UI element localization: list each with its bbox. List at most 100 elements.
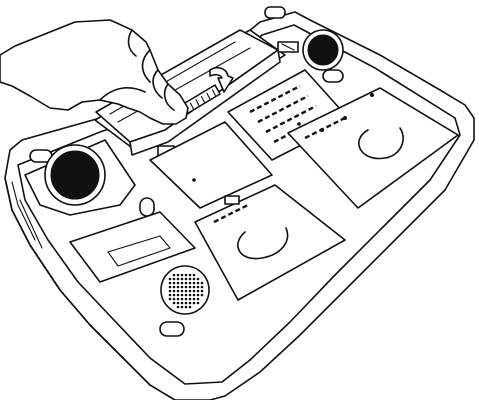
foot-front-bottom [159, 321, 185, 337]
perforation-dot [168, 293, 172, 297]
hdd-cover-right [287, 87, 459, 209]
center-panel-screw [192, 178, 196, 182]
lower-speaker-perforations [168, 273, 204, 309]
perforation-dot [168, 285, 172, 289]
lower-speaker-ring [160, 265, 210, 315]
hdd-cover-right-arc [358, 127, 404, 160]
perforation-dot [192, 297, 196, 301]
perforation-dot [172, 289, 176, 293]
perforation-dot [196, 301, 200, 305]
base-side-wall [4, 177, 176, 400]
perforation-dot [188, 277, 192, 281]
center-panel [149, 121, 273, 209]
connector-pin [211, 89, 217, 97]
perforation-dot [188, 289, 192, 293]
perforation-dot [188, 297, 192, 301]
perforation-dot [176, 281, 180, 285]
lift-arrow [209, 66, 234, 93]
perforation-dot [180, 297, 184, 301]
perforation-dot [180, 305, 184, 309]
lower-speaker [160, 265, 210, 315]
perforation-dot [188, 281, 192, 285]
memory-cover [227, 69, 351, 161]
perforation-dot [176, 301, 180, 305]
perforation-dot [196, 285, 200, 289]
perforation-dot [184, 301, 188, 305]
perforation-dot [176, 273, 180, 277]
hdd-cover-lower [194, 184, 346, 301]
hdd-lower-tab [224, 195, 240, 205]
lift-arrow-icon [209, 66, 234, 93]
perforation-dot [192, 301, 196, 305]
perforation-dot [192, 277, 196, 281]
right-speaker-grille [307, 34, 339, 66]
left-speaker [24, 139, 136, 216]
perforation-dot [196, 297, 200, 301]
memory-cover-vents [249, 84, 325, 144]
perforation-dot [172, 273, 176, 277]
perforation-dot [176, 289, 180, 293]
perforation-dot [188, 301, 192, 305]
perforation-dot [196, 289, 200, 293]
perforation-dot [184, 293, 188, 297]
perforation-dot [200, 281, 204, 285]
perforation-dot [180, 301, 184, 305]
perforation-dot [200, 285, 204, 289]
perforation-dot [196, 293, 200, 297]
label-plate-outer [69, 211, 196, 283]
label-plate-inner [107, 235, 171, 267]
perforation-dot [172, 285, 176, 289]
hand-shape [0, 19, 189, 125]
perforation-dot [184, 289, 188, 293]
perforation-dot [176, 297, 180, 301]
perforation-dot [188, 273, 192, 277]
hand-knuckle-line [127, 29, 137, 57]
perforation-dot [172, 293, 176, 297]
left-speaker-grille [50, 150, 100, 200]
perforation-dot [176, 277, 180, 281]
perforation-dot [184, 297, 188, 301]
perforation-dot [176, 285, 180, 289]
perforation-dot [192, 285, 196, 289]
hand [0, 19, 189, 125]
perforation-dot [180, 281, 184, 285]
side-vents [11, 181, 43, 249]
perforation-dot [184, 281, 188, 285]
hand-thumb-crease [99, 87, 146, 101]
perforation-dot [168, 281, 172, 285]
perforation-dot [180, 289, 184, 293]
right-speaker [302, 29, 344, 71]
perforation-dot [180, 293, 184, 297]
perforation-dot [172, 277, 176, 281]
hdd-cover-lower-arc [237, 227, 289, 260]
center-panel-cover [149, 121, 273, 209]
latch-right-slot [281, 43, 295, 51]
perforation-dot [180, 273, 184, 277]
perforation-dot [176, 293, 180, 297]
perforation-dot [192, 281, 196, 285]
perforation-dot [168, 297, 172, 301]
connector-pin [200, 95, 206, 104]
perforation-dot [172, 301, 176, 305]
foot-rear-top [264, 6, 286, 19]
label-plate [69, 211, 196, 283]
connector-pin [206, 92, 211, 100]
perforation-dot [192, 273, 196, 277]
perforation-dot [184, 285, 188, 289]
hdd-cover-right-panel [287, 87, 459, 209]
perforation-dot [192, 293, 196, 297]
perforation-dot [168, 277, 172, 281]
foot-center [139, 197, 155, 217]
memory-cover-screw [297, 122, 301, 126]
perforation-dot [180, 285, 184, 289]
perforation-dot [188, 305, 192, 309]
perforation-dot [176, 305, 180, 309]
perforation-dot [188, 293, 192, 297]
perforation-dot [196, 277, 200, 281]
perforation-dot [200, 293, 204, 297]
perforation-dot [184, 305, 188, 309]
hdd-right-screw-3 [370, 93, 374, 97]
perforation-dot [180, 277, 184, 281]
perforation-dot [172, 281, 176, 285]
